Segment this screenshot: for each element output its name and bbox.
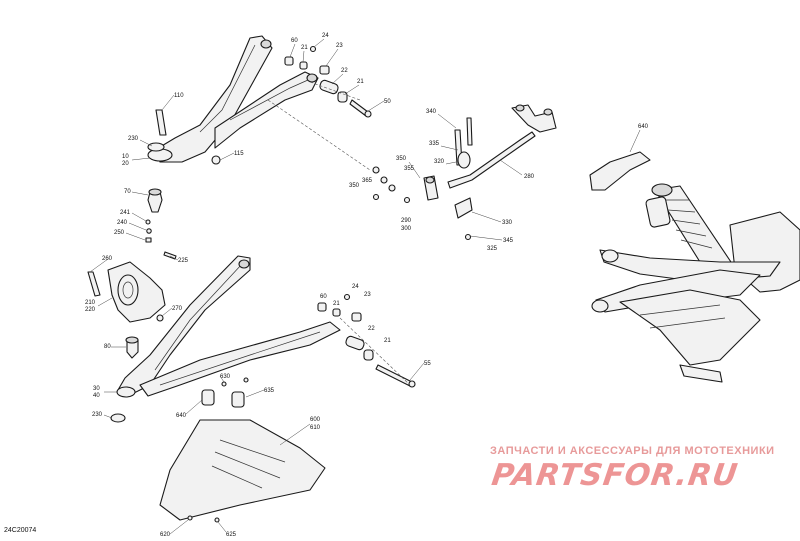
callout-241: 241 (120, 210, 131, 216)
callout-300: 300 (401, 226, 412, 232)
callout-345: 345 (503, 238, 514, 244)
callout-225: 225 (178, 258, 189, 264)
callout-110: 110 (174, 93, 184, 99)
callout-24: 24 (322, 33, 329, 39)
callout-labels: 60 21 24 23 22 21 50 110 230 10 20 115 7… (85, 33, 649, 538)
callout-620: 620 (160, 532, 171, 538)
callout-30: 30 (93, 386, 100, 392)
callout-50: 50 (384, 99, 391, 105)
sway-bar (372, 104, 557, 241)
callout-40: 40 (93, 393, 100, 399)
diagram-reference-code: 24C20074 (4, 527, 37, 534)
callout-250: 250 (114, 230, 125, 236)
skid-plate (159, 377, 326, 523)
knuckle-hardware (145, 219, 177, 260)
callout-80: 80 (104, 344, 111, 350)
upper-ball-joint (147, 188, 163, 213)
callout-240: 240 (117, 220, 128, 226)
lower-a-arm (116, 255, 341, 398)
callout-270: 270 (172, 306, 183, 312)
callout-280: 280 (524, 174, 535, 180)
callout-640: 640 (176, 413, 187, 419)
watermark-logo: PARTSFOR.RU (489, 458, 741, 493)
callout-610: 610 (310, 425, 321, 431)
callout-21: 21 (384, 338, 391, 344)
callout-21: 21 (301, 45, 308, 51)
callout-335: 335 (429, 141, 440, 147)
steering-knuckle (87, 261, 166, 323)
callout-365: 365 (362, 178, 373, 184)
reference-lines (267, 81, 411, 386)
callout-625: 625 (226, 532, 237, 538)
callout-230: 230 (128, 136, 139, 142)
callout-220: 220 (85, 307, 96, 313)
callout-290: 290 (401, 218, 412, 224)
callout-70: 70 (124, 189, 131, 195)
callout-340: 340 (426, 109, 437, 115)
callout-230: 230 (92, 412, 103, 418)
callout-20: 20 (122, 161, 129, 167)
callout-320: 320 (434, 159, 445, 165)
callout-600: 600 (310, 417, 321, 423)
callout-60: 60 (291, 38, 298, 44)
callout-24: 24 (352, 284, 359, 290)
callout-23: 23 (364, 292, 371, 298)
callout-350: 350 (349, 183, 360, 189)
leader-lines (89, 38, 641, 535)
callout-55: 55 (424, 361, 431, 367)
upper-bushings (147, 45, 372, 165)
lower-ball-joint (125, 336, 139, 359)
callout-640: 640 (638, 124, 649, 130)
callout-355: 355 (404, 166, 415, 172)
rear-suspension-assembly (589, 151, 800, 383)
callout-22: 22 (341, 68, 348, 74)
callout-10: 10 (122, 154, 129, 160)
callout-260: 260 (102, 256, 113, 262)
callout-210: 210 (85, 300, 96, 306)
callout-330: 330 (502, 220, 513, 226)
lower-bushings (110, 293, 416, 423)
callout-21: 21 (333, 301, 340, 307)
callout-635: 635 (264, 388, 275, 394)
callout-21: 21 (357, 79, 364, 85)
callout-350: 350 (396, 156, 407, 162)
upper-a-arm (147, 35, 319, 163)
callout-325: 325 (487, 246, 498, 252)
callout-115: 115 (234, 151, 244, 157)
watermark-tagline: ЗАПЧАСТИ И АКСЕССУАРЫ ДЛЯ МОТОТЕХНИКИ (490, 445, 775, 457)
callout-630: 630 (220, 374, 231, 380)
callout-22: 22 (368, 326, 375, 332)
callout-60: 60 (320, 294, 327, 300)
callout-23: 23 (336, 43, 343, 49)
